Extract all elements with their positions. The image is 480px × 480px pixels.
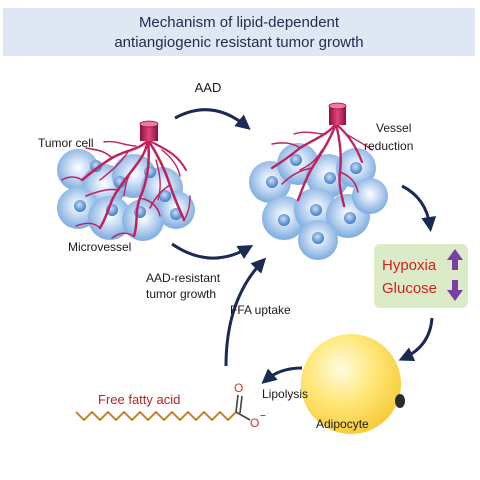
lipolysis-label: Lipolysis: [262, 387, 308, 401]
adipocyte-cell: [301, 334, 405, 434]
title-line-1: Mechanism of lipid-dependent: [138, 14, 340, 31]
ffa-uptake-arrow: [224, 257, 267, 367]
vessel-trunk-right: [328, 102, 347, 125]
vessel-trunk-left: [139, 120, 159, 141]
title-banner: Mechanism of lipid-dependent antiangioge…: [3, 8, 475, 56]
free-fatty-acid-label: Free fatty acid: [98, 392, 180, 407]
vessel-reduction-to-hypoxia-arrow: [401, 184, 437, 232]
tumor-cell-label: Tumor cell: [38, 136, 94, 150]
glucose-down-arrow-icon: [447, 280, 463, 301]
hypoxia-glucose-box: [374, 244, 468, 308]
tumor-with-microvessels: [57, 120, 195, 241]
adipocyte-label: Adipocyte: [316, 417, 369, 431]
vessel-reduction-label-1: Vessel: [376, 121, 411, 135]
reduced-vessel-network: [270, 122, 373, 208]
adipocyte-nucleus: [395, 394, 405, 408]
hypoxia-up-arrow-icon: [447, 249, 463, 270]
oxide-oxygen-label: O: [250, 416, 259, 430]
tumor-cells-right: [249, 143, 388, 260]
ffa-uptake-label: FFA uptake: [230, 303, 291, 317]
hypoxia-to-adipocyte-arrow: [398, 317, 434, 362]
aad-label: AAD: [195, 80, 222, 95]
flow-arrows: [171, 108, 437, 384]
vessel-reduction-label-2: reduction: [364, 139, 413, 153]
resistant-growth-arrow: [171, 242, 254, 260]
hypoxia-label: Hypoxia: [382, 257, 437, 274]
adipocyte-to-lipolysis-arrow: [261, 366, 303, 384]
fatty-acid-structure: [75, 394, 251, 422]
aad-arrow: [174, 108, 251, 130]
microvessel-label: Microvessel: [68, 240, 131, 254]
tumor-with-reduced-vessels: [249, 102, 388, 260]
aad-resistant-label-1: AAD-resistant: [146, 271, 221, 285]
glucose-label: Glucose: [382, 280, 437, 297]
carbonyl-oxygen-label: O: [234, 381, 243, 395]
title-line-2: antiangiogenic resistant tumor growth: [114, 34, 364, 51]
aad-resistant-label-2: tumor growth: [146, 287, 216, 301]
microvessel-network: [61, 138, 191, 239]
charge-minus-label: −: [260, 411, 266, 422]
